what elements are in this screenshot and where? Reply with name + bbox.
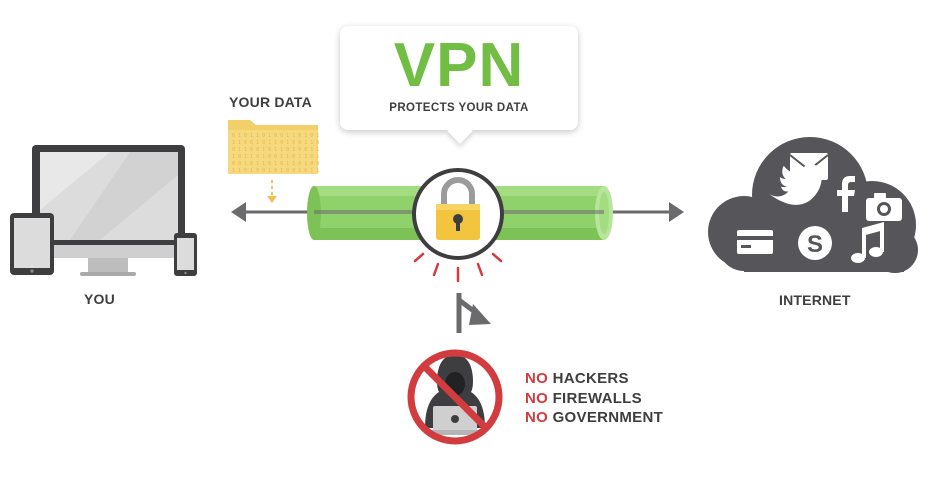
you-label: YOU	[84, 291, 115, 307]
svg-text:0 1 0 1 1 0 1 0 0 1 1 0 1 0 1: 0 1 0 1 1 0 1 0 0 1 1 0 1 0 1	[232, 133, 319, 139]
svg-text:0 0 1 0 1 1 0 1 0 1 1 0 1 0 0: 0 0 1 0 1 1 0 1 0 1 1 0 1 0 0	[232, 161, 319, 167]
svg-text:1 1 0 1 0 0 1 0 1 0 0 1 0 1 1: 1 1 0 1 0 0 1 0 1 0 0 1 0 1 1	[232, 168, 319, 174]
data-folder-icon: 0 1 0 1 1 0 1 0 0 1 1 0 1 0 1 1 1 0 0 1 …	[228, 120, 319, 203]
camera-icon	[866, 193, 902, 221]
music-icon	[851, 222, 884, 263]
credit-card-icon	[737, 230, 773, 254]
svg-text:0 1 1 0 0 1 0 1 1 0 1 0 0 1 1: 0 1 1 0 0 1 0 1 1 0 1 0 0 1 1	[232, 147, 319, 153]
threat-hackers: NO HACKERS	[525, 370, 629, 387]
vpn-title: VPN	[393, 31, 525, 100]
svg-text:1 1 0 0 1 0 1 1 0 1 0 0 1 1 0: 1 1 0 0 1 0 1 1 0 1 0 0 1 1 0	[232, 140, 319, 146]
threat-government: NO GOVERNMENT	[525, 409, 664, 426]
blocked-rays	[413, 252, 503, 283]
padlock-icon	[412, 168, 504, 260]
devices-icon	[10, 145, 197, 276]
vpn-subtitle: PROTECTS YOUR DATA	[389, 102, 529, 114]
arrow-left-icon	[231, 202, 246, 222]
svg-text:S: S	[807, 231, 823, 258]
twitter-icon	[769, 163, 827, 205]
blocked-hacker-icon	[407, 349, 503, 445]
arrow-right-icon	[669, 202, 684, 222]
blocked-threats-list: NO HACKERS NO FIREWALLS NO GOVERNMENT	[525, 369, 663, 428]
vpn-callout: VPN PROTECTS YOUR DATA	[340, 26, 578, 130]
skype-icon: S	[798, 226, 832, 260]
svg-text:1 0 1 1 0 1 0 0 1 1 0 1 1 0 1: 1 0 1 1 0 1 0 0 1 1 0 1 1 0 1	[232, 154, 319, 160]
threat-firewalls: NO FIREWALLS	[525, 389, 642, 407]
your-data-label: YOUR DATA	[229, 94, 312, 110]
deflect-arrow-icon	[456, 293, 491, 333]
facebook-icon	[837, 176, 855, 212]
internet-label: INTERNET	[779, 292, 851, 308]
